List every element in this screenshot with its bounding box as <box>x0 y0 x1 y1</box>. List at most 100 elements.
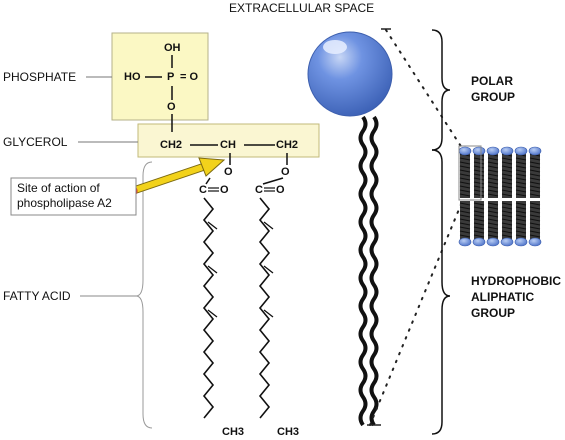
bilayer-tail-texture <box>487 202 499 206</box>
bilayer-tail-texture <box>473 230 485 234</box>
methyl-end-left: CH3 <box>222 426 245 438</box>
bilayer-tail-texture <box>459 177 471 181</box>
bilayer-tail-texture <box>473 169 485 173</box>
bilayer-tail-texture <box>529 214 541 218</box>
carbonyl-carbon-left: C <box>199 184 207 196</box>
double-bond-mark <box>207 221 218 230</box>
bilayer-tail-texture <box>473 173 485 177</box>
bilayer-lower-head <box>472 237 486 247</box>
bilayer-tail-texture <box>529 230 541 234</box>
bilayer-tail-texture <box>515 226 527 230</box>
bilayer-tail-texture <box>473 181 485 185</box>
bilayer-tail-texture <box>473 214 485 218</box>
bilayer-tail-texture <box>529 210 541 214</box>
bilayer-tail-texture <box>501 210 513 214</box>
bilayer-tail-texture <box>459 189 471 193</box>
bilayer-upper-head <box>472 146 486 156</box>
fatty-acid-label: FATTY ACID <box>3 289 71 303</box>
bilayer-tail-texture <box>459 193 471 197</box>
glycerol-box <box>137 123 320 158</box>
hydroxyl-left: HO <box>124 71 141 83</box>
bilayer-tail-texture <box>529 234 541 238</box>
site-of-action-line2: phospholipase A2 <box>17 196 112 210</box>
bilayer-tail-texture <box>501 157 513 161</box>
bilayer-lower-head <box>486 237 500 247</box>
polar-head-sphere <box>307 31 393 117</box>
hydrophobic-group-brace <box>431 149 451 435</box>
bilayer-lower-tail <box>516 201 526 241</box>
bilayer-tail-texture <box>529 226 541 230</box>
bilayer-tail-texture <box>473 185 485 189</box>
bilayer-tail-texture <box>515 173 527 177</box>
bilayer-lower-tail <box>474 201 484 241</box>
bilayer-lower-tail <box>488 201 498 241</box>
bilayer-tail-texture <box>515 177 527 181</box>
bilayer-tail-texture <box>473 157 485 161</box>
site-of-action-box <box>10 177 137 216</box>
bilayer-tail-texture <box>459 222 471 226</box>
bilayer-tail-texture <box>459 230 471 234</box>
hydro-line1: HYDROPHOBIC <box>471 274 562 288</box>
bilayer-tail-texture <box>487 234 499 238</box>
methyl-end-right: CH3 <box>277 426 300 438</box>
ester-oxygen-left: O <box>224 166 233 178</box>
bilayer-tail-texture <box>529 177 541 181</box>
bilayer-tail-texture <box>501 193 513 197</box>
hydrophobic-group-label: HYDROPHOBIC ALIPHATIC GROUP <box>471 273 561 321</box>
bilayer-tail-texture <box>459 173 471 177</box>
ester-oxygen-right: O <box>281 166 290 178</box>
bilayer-tail-texture <box>459 206 471 210</box>
bilayer-inset <box>458 146 542 247</box>
fatty-acid-chain-left <box>202 197 215 419</box>
bilayer-tail-texture <box>515 165 527 169</box>
bilayer-tail-texture <box>487 173 499 177</box>
bilayer-tail-texture <box>501 165 513 169</box>
bilayer-tail-texture <box>501 206 513 210</box>
double-bond-mark <box>263 221 274 230</box>
polar-line1: POLAR <box>471 74 513 88</box>
bilayer-lower-head <box>514 237 528 247</box>
polar-line2: GROUP <box>471 90 516 104</box>
lipid-tail-left <box>358 115 368 427</box>
bilayer-tail-texture <box>529 202 541 206</box>
bilayer-tail-texture <box>473 189 485 193</box>
glycerol-ch2-left: CH2 <box>160 139 183 151</box>
phosphate-double-oxygen: = O <box>180 71 199 83</box>
bilayer-tail-texture <box>515 230 527 234</box>
bilayer-tail-texture <box>487 189 499 193</box>
bilayer-tail-texture <box>515 218 527 222</box>
hydroxyl-top: OH <box>164 42 181 54</box>
bilayer-tail-texture <box>515 222 527 226</box>
bilayer-tail-texture <box>515 161 527 165</box>
bilayer-tail-texture <box>515 169 527 173</box>
bilayer-tail-texture <box>459 226 471 230</box>
bilayer-tail-texture <box>487 218 499 222</box>
bilayer-tail-texture <box>529 157 541 161</box>
bilayer-lower-tail <box>530 201 540 241</box>
bilayer-tail-texture <box>487 157 499 161</box>
bilayer-upper-head <box>486 146 500 156</box>
bilayer-tail-texture <box>501 189 513 193</box>
bilayer-tail-texture <box>515 193 527 197</box>
bilayer-upper-head <box>458 146 472 156</box>
bilayer-tail-texture <box>501 185 513 189</box>
polar-head-highlight <box>323 40 347 54</box>
bilayer-tail-texture <box>515 157 527 161</box>
bilayer-tail-texture <box>459 210 471 214</box>
bilayer-tail-texture <box>459 169 471 173</box>
site-of-action-text: Site of action of phospholipase A2 <box>17 181 112 211</box>
double-bond-mark <box>263 265 274 274</box>
bilayer-tail-texture <box>515 185 527 189</box>
bilayer-tail-texture <box>473 165 485 169</box>
hydro-line3: GROUP <box>471 306 516 320</box>
bilayer-tail-texture <box>515 214 527 218</box>
glycerol-ch2-right: CH2 <box>276 139 299 151</box>
bilayer-tail-texture <box>459 218 471 222</box>
hydro-line2: ALIPHATIC <box>471 290 535 304</box>
bilayer-tail-texture <box>487 214 499 218</box>
bilayer-tail-texture <box>529 193 541 197</box>
bilayer-upper-head <box>528 146 542 156</box>
bilayer-lower-tail <box>460 201 470 241</box>
bilayer-tail-texture <box>487 177 499 181</box>
bilayer-tail-texture <box>487 222 499 226</box>
